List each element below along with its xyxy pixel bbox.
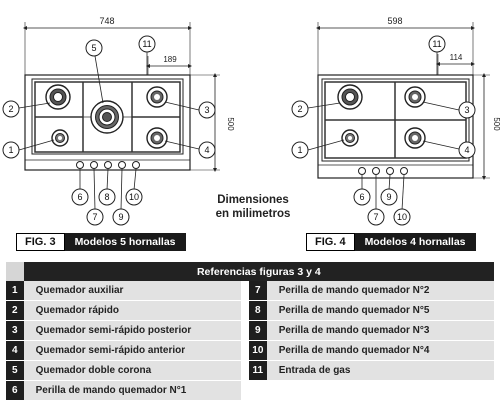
fig4-callout-10: 10 [397,212,407,222]
fig3-callout-4: 4 [204,145,209,155]
units-note-line2: en milimetros [215,208,291,220]
fig4-burner-2 [337,84,363,110]
references-header: Referencias figuras 3 y 4 [6,262,494,281]
fig4-callout-2: 2 [297,104,302,114]
column-gap [241,340,249,361]
ref-number: 10 [248,340,267,361]
empty-cell [266,380,494,401]
fig3-callout-2: 2 [8,104,13,114]
fig3-drawing: 748 189 500 [23,16,235,172]
ref-text: Quemador semi-rápido posterior [23,320,242,341]
fig3-label: FIG. 3 [16,233,65,251]
ref-number: 7 [248,281,267,301]
ref-text: Perilla de mando quemador N°4 [266,340,494,361]
ref-number: 11 [248,360,267,381]
fig4-burner-3 [404,86,426,108]
fig3-callout-1: 1 [8,145,13,155]
fig4-offset-dim: 114 [450,53,463,62]
fig3-callout-5: 5 [91,43,96,53]
ref-number: 5 [6,360,24,381]
ref-number: 8 [248,300,267,321]
ref-text: Perilla de mando quemador N°2 [266,281,494,301]
column-gap [241,300,249,321]
fig4-caption: FIG. 4 Modelos 4 hornallas [306,233,476,251]
units-note: Dimensiones en milimetros [198,193,308,221]
fig3-callout-6: 6 [77,192,82,202]
fig4-callout-7: 7 [373,212,378,222]
fig4-callout-1: 1 [297,145,302,155]
ref-text: Entrada de gas [266,360,494,381]
fig3-callout-8: 8 [104,192,109,202]
ref-text: Perilla de mando quemador N°3 [266,320,494,341]
fig3-callout-9: 9 [118,212,123,222]
column-gap [241,380,249,401]
fig3-callout-10: 10 [129,192,139,202]
units-note-line1: Dimensiones [217,194,289,206]
fig3-burner-2 [45,84,71,110]
ref-text: Quemador semi-rápido anterior [23,340,242,361]
fig4-title: Modelos 4 hornallas [354,233,476,251]
fig4-callout-11: 11 [432,39,441,49]
column-gap [241,360,249,381]
fig3-callouts: 2 1 5 11 3 4 6 7 8 9 10 [2,35,216,226]
fig4-depth-dim: 500 [492,117,500,131]
references-title: Referencias figuras 3 y 4 [23,262,494,281]
column-gap [241,320,249,341]
empty-cell [248,380,267,401]
column-gap [241,281,249,301]
ref-number: 6 [6,380,24,401]
ref-text: Quemador doble corona [23,360,242,381]
fig3-title: Modelos 5 hornallas [64,233,186,251]
fig3-burner-3 [146,86,168,108]
fig3-callout-7: 7 [92,212,97,222]
fig4-width-dim: 598 [387,16,402,26]
ref-number: 4 [6,340,24,361]
fig4-callouts: 2 1 11 3 4 6 7 9 10 [291,35,476,226]
ref-number: 1 [6,281,24,301]
fig4-drawing: 598 114 500 [316,16,500,180]
fig4-label: FIG. 4 [306,233,355,251]
cooktop-diagram: 748 189 500 [2,16,500,226]
ref-number: 2 [6,300,24,321]
fig4-callout-3: 3 [464,105,469,115]
fig3-width-dim: 748 [99,16,114,26]
ref-number: 3 [6,320,24,341]
ref-text: Quemador rápido [23,300,242,321]
ref-text: Perilla de mando quemador N°5 [266,300,494,321]
ref-text: Perilla de mando quemador N°1 [23,380,242,401]
ref-number: 9 [248,320,267,341]
fig3-burner-4 [146,127,168,149]
fig4-burner-4 [404,127,426,149]
fig3-burner-5 [90,100,124,134]
fig4-burner-1 [341,129,359,147]
fig4-callout-4: 4 [464,145,469,155]
fig4-callout-9: 9 [386,192,391,202]
fig4-callout-6: 6 [359,192,364,202]
fig3-callout-11: 11 [142,39,151,49]
fig3-offset-dim: 189 [163,55,177,64]
ref-text: Quemador auxiliar [23,281,242,301]
fig3-caption: FIG. 3 Modelos 5 hornallas [16,233,186,251]
fig3-burner-1 [51,129,69,147]
fig3-callout-3: 3 [204,105,209,115]
fig3-depth-dim: 500 [226,117,235,131]
